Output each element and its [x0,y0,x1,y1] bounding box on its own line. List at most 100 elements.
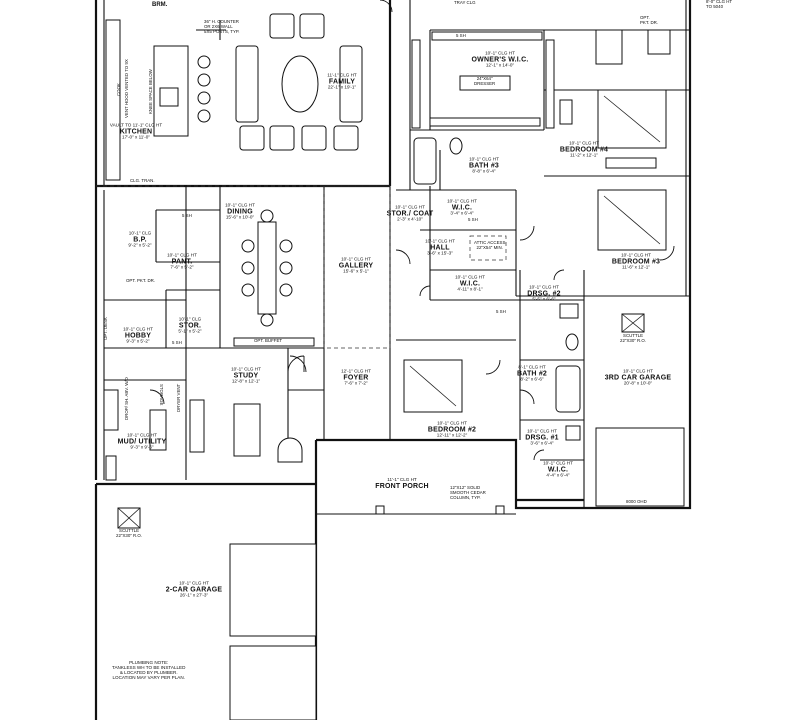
kitchen-fixtures [105,19,226,181]
bedroom3-dims: 11'-6" x 12'-1" [622,264,650,270]
foyer-dims: 7'-6" x 7'-2" [344,380,368,386]
dashed-elements [96,185,507,349]
garage-elements [117,313,685,720]
clg-tran-label: CLG. TRAN. [130,178,155,183]
kitchen-ceiling: VAULT TO 11'-1" CLG HT [109,122,163,128]
dining-dims: 15'-6" x 10'-0" [225,214,255,220]
garage2-dims: 26'-1" x 27'-3" [179,592,209,598]
room-bath3: 10'-1" CLG HT BATH #3 8'-8" x 6'-4" [468,156,500,175]
wic-mid-name: W.I.C. [459,280,481,288]
stor-coat-dims: 2'-3" x 4'-10" [397,216,423,222]
bath3-ceiling: 10'-1" CLG HT [469,156,499,162]
garage2-name: 2-CAR GARAGE [165,586,223,594]
mud-ceiling: 10'-1" CLG HT [127,432,157,438]
owners-wic-dims: 12'-1" x 14'-0" [485,62,515,68]
bp-ceiling: 10'-1" CLG [128,230,152,236]
foyer-name: FOYER [343,374,369,382]
garage2-ceiling: 10'-1" CLG HT [179,580,209,586]
owners-wic-fixtures [411,31,555,129]
bath2-dims: 8'-2" x 6'-6" [520,376,544,382]
scuttle-2car-label: SCUTTLE 22"X30" R.O. [116,528,143,538]
mud-name: MUD/ UTILITY [117,438,167,446]
bedroom4-ceiling: 10'-1" CLG HT [569,140,599,146]
sh-label-3: 5 SH [468,217,478,222]
bath3-dims: 8'-8" x 6'-4" [472,168,496,174]
bath2-name: BATH #2 [516,370,548,378]
dining-name: DINING [227,208,253,216]
stor-coat-ceiling: 10'-1" CLG HT [395,204,425,210]
vent-note: VENT HOOD VENTED TO 9X [124,59,129,118]
study-dims: 12'-8" x 12'-1" [231,378,261,384]
family-name: FAMILY [328,78,356,86]
room-pant: 10'-1" CLG HT PANT. 7'-6" x 5'-2" [167,253,197,271]
garage3-name: 3RD CAR GARAGE [604,374,672,382]
sh-label-2: 5 SH [182,213,192,218]
cook-note: COOK [116,83,121,96]
owners-wic-name: OWNER'S W.I.C. [471,56,529,64]
hall-dims: 3'-6" x 15'-3" [427,250,453,256]
room-foyer: 12'-1" CLG HT FOYER 7'-6" x 7'-2" [341,369,371,387]
room-front-porch: 11'-1" CLG HT FRONT PORCH [375,476,429,490]
drop-sh-note: DROP/ SH. ABV. W/D [124,377,129,420]
hobby-name: HOBBY [124,332,152,340]
drsg2-dims: 5'-5" x 6'-6" [532,296,556,302]
room-bedroom2: 10'-1" CLG HT BEDROOM #2 12'-11" x 12'-2… [428,420,476,439]
hobby-dims: 9'-3" x 5'-2" [126,338,150,344]
family-dims: 22'-1" x 19'-1" [327,84,357,90]
sh-label-4: 5 SH [496,309,506,314]
room-wic-mid: 10'-1" CLG HT W.I.C. 4'-11" x 8'-1" [455,275,485,293]
dryer-vent-note: DRYER VENT [176,383,181,412]
gallery-dims: 15'-6" x 5'-1" [343,268,369,274]
bedroom2-dims: 12'-11" x 12'-2" [436,432,468,438]
opt-desk-label: OPT. DESK [103,317,108,340]
dining-table [233,209,315,347]
study-furniture [189,399,303,463]
wic-low-name: W.I.C. [547,466,569,474]
family-ceiling: 11'-1" CLG HT [327,72,357,78]
bp-name: B.P. [133,236,147,244]
scuttle-3rd-label: SCUTTLE 22"X30" R.O. [620,333,647,343]
room-kitchen: VAULT TO 11'-1" CLG HT KITCHEN 17'-0" x … [109,122,163,141]
drsg2-name: DRSG. #2 [527,290,561,298]
counter-note: 36" H. COUNTER OR 2X6 WALL 5X5 POSTS, TY… [204,19,240,34]
garage3-door-label: 8000 OHD [626,499,647,504]
bedroom2-ceiling: 10'-1" CLG HT [437,420,467,426]
sh-label-5: 5 SH [172,340,182,345]
drsg1-name: DRSG. #1 [525,434,559,442]
room-bedroom3: 10'-1" CLG HT BEDROOM #3 11'-6" x 12'-1" [612,253,660,271]
room-bath2: 8'-1" CLG HT BATH #2 8'-2" x 6'-6" [516,365,548,383]
room-drsg2: 10'-1" CLG HT DRSG. #2 5'-5" x 6'-6" [527,285,561,303]
gallery-ceiling: 10'-1" CLG HT [341,256,371,262]
bath3-name: BATH #3 [468,162,500,170]
hall-name: HALL [430,244,450,252]
bedroom4-dims: 11'-2" x 12'-1" [570,152,598,158]
stor-name: STOR. [178,322,202,330]
stor-dims: 5'-1" x 5'-2" [178,328,202,334]
room-drsg1: 10'-1" CLG HT DRSG. #1 3'-6" x 6'-4" [525,428,559,447]
wic-small-name: W.I.C. [451,204,473,212]
porch-columns [316,505,516,515]
mud-dims: 9'-3" x 9'-6" [130,444,154,450]
room-study: 10'-1" CLG HT STUDY 12'-8" x 12'-1" [231,367,261,385]
room-garage3: 10'-1" CLG HT 3RD CAR GARAGE 20'-8" x 10… [604,369,672,387]
bp-dims: 9'-2" x 5'-2" [128,242,152,248]
garage3-dims: 20'-8" x 10'-0" [623,380,653,386]
storage-label: STORAGE [159,384,164,406]
drsg1-ceiling: 10'-1" CLG HT [527,428,557,434]
plumbing-note: PLUMBING NOTE: TANKLESS WH TO BE INSTALL… [112,660,186,681]
drsg1-dims: 3'-6" x 6'-4" [530,440,554,446]
dresser-label: 24"X64" DRESSER [474,76,496,86]
room-stor-coat: 10'-1" CLG HT STOR./ COAT 2'-3" x 4'-10" [386,204,434,223]
kitchen-dims: 17'-0" x 11'-0" [122,134,150,140]
front-porch-ceiling: 11'-1" CLG HT [387,476,417,482]
wic-small-ceiling: 10'-1" CLG HT [447,198,477,204]
owners-wic-ceiling: 10'-1" CLG HT [485,50,515,56]
kitchen-name: KITCHEN [119,128,153,136]
cabinets [103,29,671,481]
stor-coat-name: STOR./ COAT [386,210,434,218]
room-mud: 10'-1" CLG HT MUD/ UTILITY 9'-3" x 9'-6" [117,432,167,451]
bath-fixtures [413,137,581,441]
family-furniture [235,13,363,151]
pant-dims: 7'-6" x 5'-2" [170,264,194,270]
pant-name: PANT. [171,258,193,266]
